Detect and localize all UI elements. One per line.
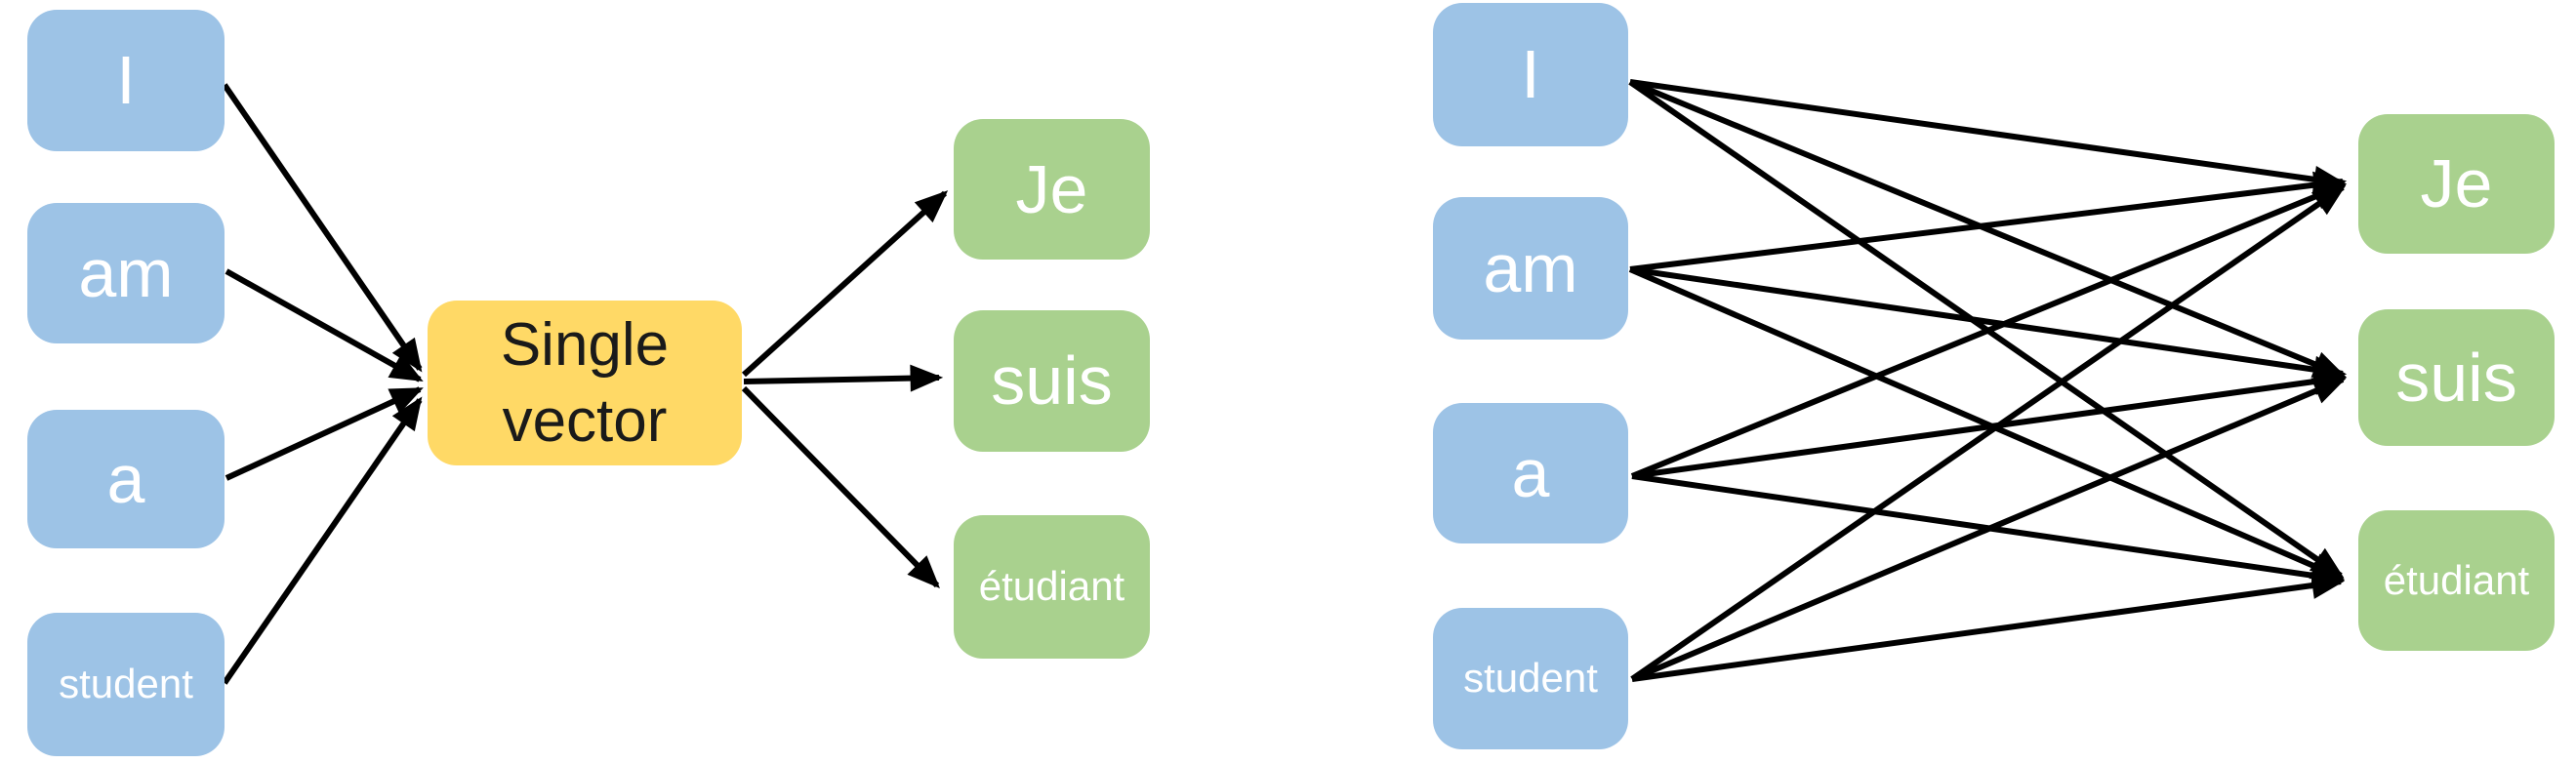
left-input-node-2: a [27, 410, 225, 548]
arrow-left-vector-to-output-1 [743, 364, 944, 392]
arrow-right-input-0-to-output-2 [1628, 79, 2345, 579]
right-input-node-0: I [1433, 3, 1628, 146]
right-output-node-2: étudiant [2358, 510, 2555, 651]
right-input-node-3: student [1433, 608, 1628, 749]
arrow-left-vector-to-output-0 [741, 190, 949, 378]
right-input-node-1: am [1433, 197, 1628, 340]
single-vector-label: Single vector [500, 311, 670, 455]
left-output-label-0: Je [1015, 150, 1088, 227]
arrow-right-input-1-to-output-1 [1629, 266, 2348, 383]
arrow-left-input-0-to-vector [222, 83, 423, 373]
right-output-node-0: Je [2358, 114, 2555, 254]
arrow-right-input-1-to-output-2 [1628, 266, 2345, 581]
single-vector-node: Single vector [428, 301, 742, 465]
right-input-label-3: student [1463, 655, 1598, 702]
right-input-node-2: a [1433, 403, 1628, 543]
arrow-right-input-3-to-output-1 [1630, 377, 2347, 682]
right-output-label-0: Je [2420, 145, 2493, 221]
right-output-label-1: suis [2395, 339, 2517, 416]
right-input-label-0: I [1521, 36, 1540, 112]
left-input-label-3: student [59, 661, 193, 707]
left-output-label-2: étudiant [978, 563, 1125, 610]
arrow-right-input-2-to-output-2 [1631, 473, 2346, 589]
right-output-node-1: suis [2358, 309, 2555, 446]
left-input-label-2: a [106, 440, 145, 517]
left-output-label-1: suis [991, 342, 1113, 419]
left-output-node-2: étudiant [954, 515, 1150, 659]
right-input-label-2: a [1511, 434, 1550, 511]
arrow-right-input-1-to-output-0 [1629, 171, 2348, 272]
left-input-node-1: am [27, 203, 225, 343]
left-input-label-1: am [78, 234, 174, 311]
left-output-node-1: suis [954, 310, 1150, 452]
arrow-right-input-3-to-output-0 [1630, 184, 2347, 682]
arrow-right-input-3-to-output-2 [1631, 572, 2346, 682]
left-output-node-0: Je [954, 119, 1150, 260]
arrow-left-vector-to-output-2 [741, 385, 940, 588]
arrow-left-input-3-to-vector [222, 396, 423, 685]
arrow-left-input-1-to-vector [225, 268, 424, 382]
arrow-right-input-0-to-output-1 [1628, 79, 2347, 379]
arrow-right-input-2-to-output-1 [1631, 368, 2348, 479]
arrow-right-input-0-to-output-0 [1629, 79, 2348, 193]
arrow-right-input-2-to-output-0 [1630, 182, 2347, 479]
right-input-label-1: am [1483, 229, 1578, 306]
left-input-label-0: I [116, 42, 136, 118]
arrow-left-input-2-to-vector [225, 386, 424, 481]
left-input-node-0: I [27, 10, 225, 151]
right-output-label-2: étudiant [2383, 556, 2530, 603]
left-input-node-3: student [27, 613, 225, 756]
